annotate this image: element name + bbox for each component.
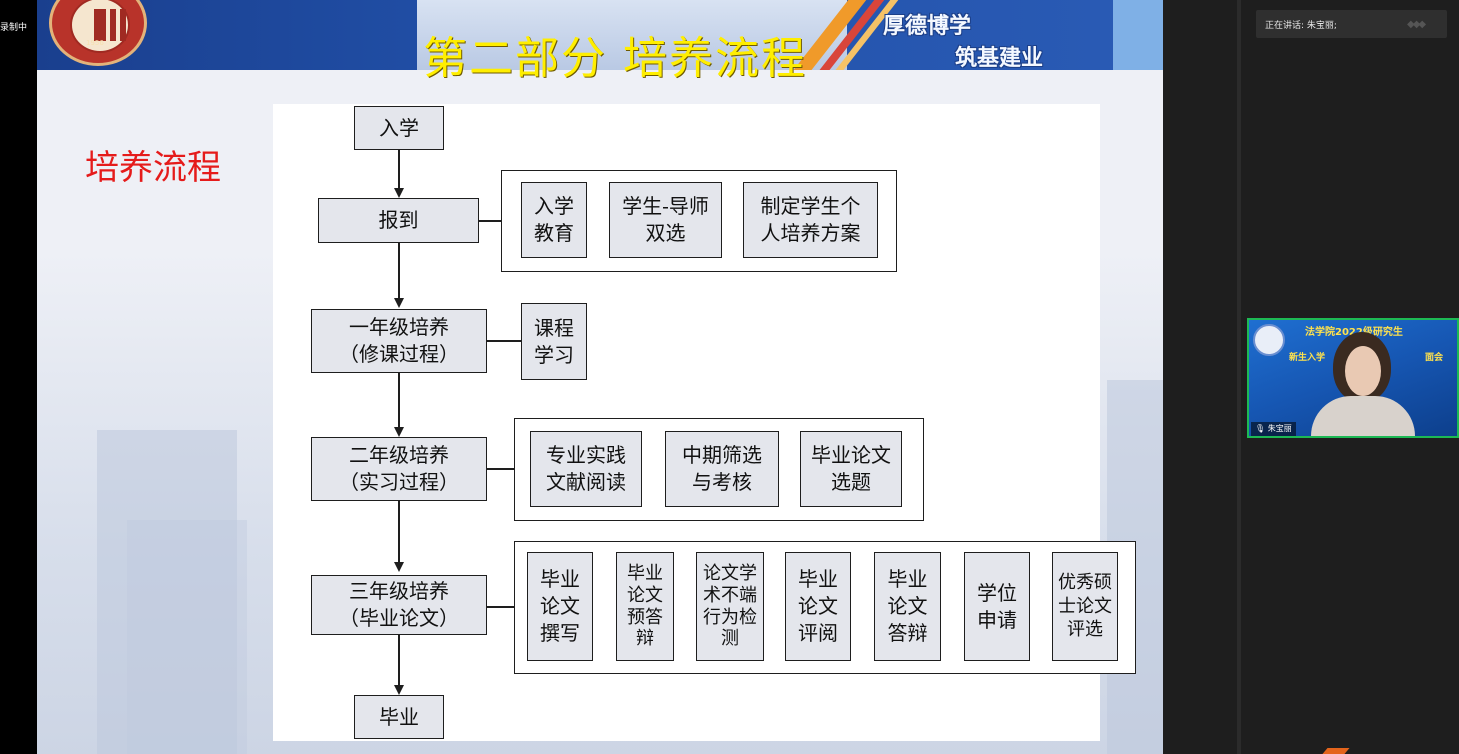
logo-building-icon xyxy=(110,9,116,41)
connector-line xyxy=(486,340,522,342)
microphone-icon: 🎙 xyxy=(1255,424,1266,433)
connector-line xyxy=(398,501,400,563)
logo-inner-ring xyxy=(70,0,130,53)
logo-building-icon xyxy=(94,9,106,41)
logo-year: 1956 xyxy=(86,39,104,47)
flowchart: 入学 报到 一年级培养 （修课过程） 二年级培养 （实习过程） 三年级培养 （毕… xyxy=(273,104,1136,741)
register-item: 学生-导师 双选 xyxy=(609,182,722,258)
connector-line xyxy=(398,373,400,429)
step-year3: 三年级培养 （毕业论文） xyxy=(311,575,487,635)
speaking-indicator: 正在讲话: 朱宝丽; ◆◆◆ xyxy=(1256,10,1447,38)
step-year2: 二年级培养 （实习过程） xyxy=(311,437,487,501)
participant-name-tag: 🎙 朱宝丽 xyxy=(1251,422,1296,436)
university-logo: 1956 xyxy=(49,0,147,66)
logo-building-icon xyxy=(120,9,126,41)
arrow-down-icon xyxy=(394,188,404,198)
background-building xyxy=(97,430,237,754)
connector-line xyxy=(486,468,514,470)
connector-line xyxy=(486,606,514,608)
arrow-down-icon xyxy=(394,427,404,437)
video-banner-text: 新生入学 xyxy=(1289,353,1326,363)
year3-item: 毕业 论文 答辩 xyxy=(874,552,941,661)
recording-indicator: 录制中 xyxy=(0,23,28,33)
year3-item: 毕业 论文 评阅 xyxy=(785,552,851,661)
connector-line xyxy=(398,634,400,689)
participant-body xyxy=(1311,396,1415,436)
step-register: 报到 xyxy=(318,198,479,243)
participant-name: 朱宝丽 xyxy=(1267,424,1292,433)
banner-highlight xyxy=(417,0,847,70)
panel-divider[interactable] xyxy=(1237,0,1241,754)
year3-item: 优秀硕 士论文 评选 xyxy=(1052,552,1118,661)
step-enroll: 入学 xyxy=(354,106,444,150)
arrow-down-icon xyxy=(394,298,404,308)
connector-line xyxy=(398,150,400,192)
year1-item: 课程 学习 xyxy=(521,303,587,380)
year3-item: 论文学 术不端 行为检 测 xyxy=(696,552,764,661)
register-item: 入学 教育 xyxy=(521,182,587,258)
background-building xyxy=(127,520,247,754)
presentation-slide: 1956 第二部分 培养流程 厚德博学 筑基建业 培养流程 入学 报到 一年级培… xyxy=(37,0,1163,754)
participant-video-tile[interactable]: 法学院2022级研究生 新生入学 面会 🎙 朱宝丽 xyxy=(1247,318,1459,438)
participant-face xyxy=(1345,346,1381,396)
audio-wave-icon: ◆◆◆ xyxy=(1407,19,1426,30)
school-logo-icon xyxy=(1253,324,1285,356)
motto-line1: 厚德博学 xyxy=(883,14,972,39)
step-year1: 一年级培养 （修课过程） xyxy=(311,309,487,373)
step-graduate: 毕业 xyxy=(354,695,444,739)
banner-edge xyxy=(1113,0,1163,70)
register-item: 制定学生个 人培养方案 xyxy=(743,182,878,258)
arrow-down-icon xyxy=(394,685,404,695)
year2-item: 毕业论文 选题 xyxy=(800,431,902,507)
side-heading: 培养流程 xyxy=(85,148,221,188)
video-banner-text: 面会 xyxy=(1425,353,1444,363)
year2-item: 专业实践 文献阅读 xyxy=(530,431,642,507)
slide-banner xyxy=(37,0,1163,70)
arrow-down-icon xyxy=(394,562,404,572)
speaking-label: 正在讲话: 朱宝丽; xyxy=(1265,20,1337,31)
motto-line2: 筑基建业 xyxy=(955,46,1044,71)
year2-item: 中期筛选 与考核 xyxy=(665,431,779,507)
connector-line xyxy=(398,242,400,300)
year3-item: 毕业 论文 撰写 xyxy=(527,552,593,661)
connector-line xyxy=(478,220,502,222)
year3-item: 学位 申请 xyxy=(964,552,1030,661)
year3-item: 毕业 论文 预答 辩 xyxy=(616,552,674,661)
slide-title: 第二部分 培养流程 xyxy=(423,33,807,84)
